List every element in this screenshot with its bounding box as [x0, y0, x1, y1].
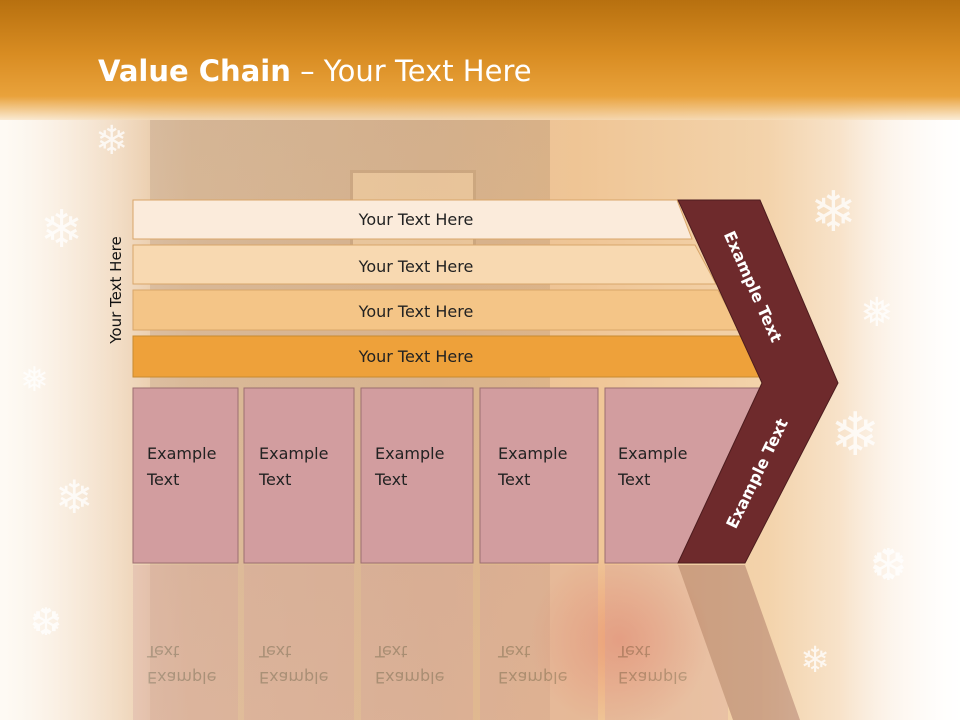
snowflake-icon: ❄ [830, 400, 881, 470]
column-reflection [244, 565, 354, 720]
reflection-text: Text [617, 642, 650, 661]
reflection-text: Example [147, 668, 216, 687]
slide-title: Value Chain – Your Text Here [98, 54, 532, 88]
reflection-text: Text [258, 642, 291, 661]
column-2-line1: Example [259, 444, 328, 463]
snowflake-icon: ❄ [800, 640, 831, 681]
band-2[interactable] [132, 244, 717, 285]
snowflake-icon: ❅ [860, 290, 894, 336]
snowflake-icon: ❄ [55, 470, 94, 524]
column-3-line1: Example [375, 444, 444, 463]
column-5-line1: Example [618, 444, 687, 463]
snowflake-icon: ❄ [95, 118, 129, 164]
band-4-label: Your Text Here [358, 347, 474, 366]
column-reflection [480, 565, 598, 720]
band-2-label: Your Text Here [358, 257, 474, 276]
column-reflection [133, 565, 238, 720]
column-1-line1: Example [147, 444, 216, 463]
band-1-label: Your Text Here [358, 210, 474, 229]
column-1-line2: Text [146, 470, 179, 489]
reflection-group: Example Text Example Text Example Text E… [133, 565, 800, 720]
column-1[interactable] [132, 387, 239, 564]
right-frost-edge [840, 100, 960, 720]
snowflake-icon: ❄ [810, 180, 857, 245]
column-3-line2: Text [374, 470, 407, 489]
column-2-line2: Text [258, 470, 291, 489]
column-2[interactable] [243, 387, 355, 564]
reflection-text: Example [375, 668, 444, 687]
snowflake-icon: ❆ [870, 540, 907, 591]
reflection-text: Text [497, 642, 530, 661]
band-3-label: Your Text Here [358, 302, 474, 321]
reflection-text: Example [498, 668, 567, 687]
snowflake-icon: ❄ [40, 200, 84, 260]
column-5-line2: Text [617, 470, 650, 489]
column-3[interactable] [360, 387, 474, 564]
background-candle-glow [520, 560, 720, 720]
title-bar [0, 0, 960, 120]
value-chevron[interactable] [677, 199, 839, 564]
column-reflection [605, 565, 728, 720]
column-4[interactable] [479, 387, 599, 564]
chevron-reflection [678, 565, 800, 720]
column-reflection [361, 565, 473, 720]
reflection-text: Example [618, 668, 687, 687]
left-frost-edge [0, 100, 150, 720]
reflection-text: Text [374, 642, 407, 661]
snowflake-icon: ❅ [20, 360, 49, 400]
snowflake-icon: ❆ [30, 600, 62, 644]
title-bold: Value Chain [98, 54, 291, 88]
title-rest: – Your Text Here [290, 54, 532, 88]
column-4-line1: Example [498, 444, 567, 463]
band-1[interactable] [132, 199, 693, 240]
reflection-text: Example [259, 668, 328, 687]
column-4-line2: Text [497, 470, 530, 489]
reflection-text: Text [146, 642, 179, 661]
